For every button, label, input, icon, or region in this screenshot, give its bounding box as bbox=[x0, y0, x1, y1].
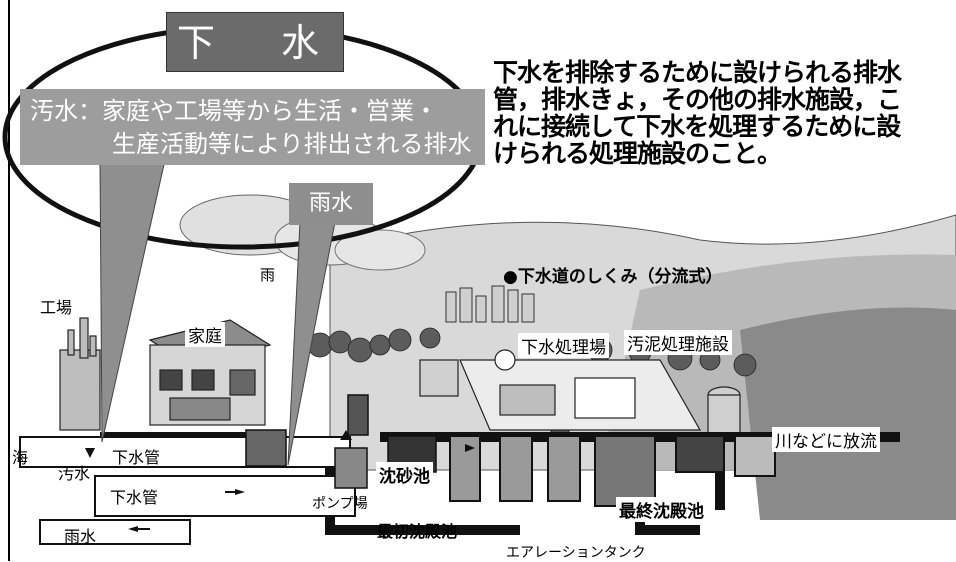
rain-label: 雨 bbox=[260, 266, 275, 284]
label-home: 家庭 bbox=[185, 322, 225, 347]
rainwater-box: 雨水 bbox=[289, 183, 373, 225]
definition-line-2: 管，排水きょ，その他の排水施設，こ bbox=[493, 85, 902, 114]
label-sewer-pipe-upper: 下水管 bbox=[112, 448, 161, 467]
page-title: 下 水 bbox=[176, 21, 333, 65]
sewage-line-2: 生産活動等により排出される排水 bbox=[112, 130, 472, 158]
label-treatment-plant: 下水処理場 bbox=[518, 333, 609, 358]
label-rainwater-pipe: 雨水 bbox=[64, 527, 97, 546]
label-sea: 海 bbox=[12, 448, 29, 467]
sewage-line-1: 汚水：家庭や工場等から生活・営業・ bbox=[30, 97, 438, 125]
label-factory: 工場 bbox=[40, 298, 73, 317]
label-sewer-pipe-lower: 下水管 bbox=[110, 488, 159, 507]
label-sludge-facility: 汚泥処理施設 bbox=[624, 330, 732, 355]
factory bbox=[59, 317, 101, 431]
label-final-settling: 最終沈殿池 bbox=[616, 497, 707, 522]
label-wastewater: 汚水 bbox=[58, 464, 91, 483]
label-primary-settling: 最初沈殿池 bbox=[377, 522, 458, 541]
definition-line-4: けられる処理施設のこと。 bbox=[493, 139, 782, 168]
rainwater-label: 雨水 bbox=[308, 191, 353, 216]
sewage-definition: 汚水：家庭や工場等から生活・営業・ 生産活動等により排出される排水 bbox=[20, 89, 485, 165]
label-pump-station: ポンプ場 bbox=[312, 496, 368, 512]
label-grit-chamber: 沈砂池 bbox=[376, 462, 433, 487]
label-discharge: 川などに放流 bbox=[772, 427, 880, 452]
title-box: 下 水 bbox=[166, 12, 344, 72]
sewer-definition-text: 下水を排除するために設けられる排水 管，排水きょ，その他の排水施設，こ れに接続… bbox=[493, 59, 953, 167]
diagram-caption: ●下水道のしくみ（分流式） bbox=[503, 267, 723, 287]
label-aeration-tank: エアレーションタンク bbox=[506, 545, 646, 561]
definition-line-1: 下水を排除するために設けられる排水 bbox=[493, 58, 902, 87]
definition-line-3: れに接続して下水を処理するために設 bbox=[493, 112, 901, 141]
